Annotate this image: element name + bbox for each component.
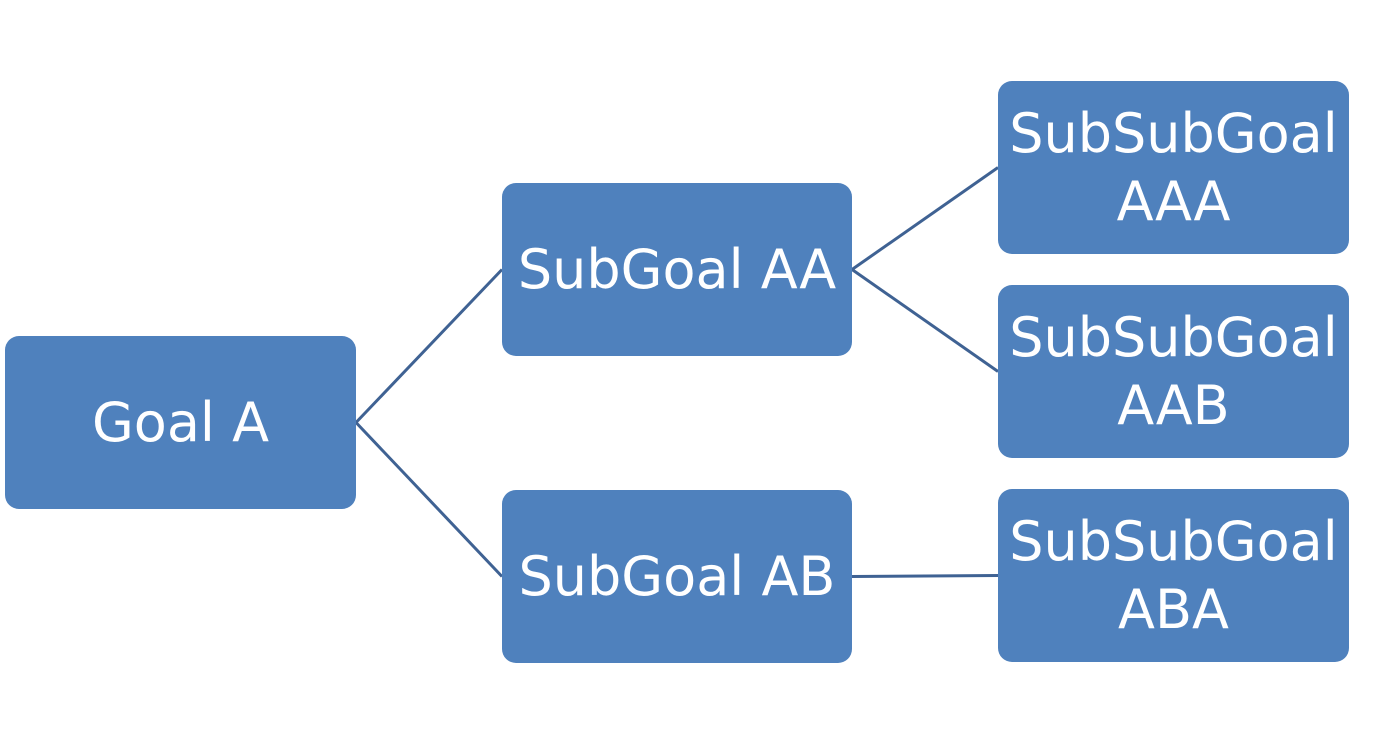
- connector-goal-a-to-subgoal-aa: [354, 268, 504, 424]
- node-subsubgoal-aab-label: SubSubGoal AAB: [1009, 306, 1338, 437]
- connector-subgoal-aa-to-subsubgoal-aaa: [851, 166, 999, 271]
- node-goal-a: Goal A: [5, 336, 356, 509]
- node-subgoal-aa: SubGoal AA: [502, 183, 852, 356]
- node-subsubgoal-aba: SubSubGoal ABA: [998, 489, 1349, 662]
- node-subgoal-ab-label: SubGoal AB: [518, 544, 836, 608]
- connector-subgoal-ab-to-subsubgoal-aba: [851, 574, 999, 578]
- node-subsubgoal-aaa: SubSubGoal AAA: [998, 81, 1349, 254]
- connector-goal-a-to-subgoal-ab: [354, 421, 504, 578]
- node-subsubgoal-aaa-label: SubSubGoal AAA: [1009, 102, 1338, 233]
- node-subgoal-ab: SubGoal AB: [502, 490, 852, 663]
- connector-subgoal-aa-to-subsubgoal-aab: [851, 268, 999, 373]
- node-goal-a-label: Goal A: [91, 390, 270, 454]
- node-subgoal-aa-label: SubGoal AA: [517, 237, 837, 301]
- node-subsubgoal-aab: SubSubGoal AAB: [998, 285, 1349, 458]
- node-subsubgoal-aba-label: SubSubGoal ABA: [1009, 510, 1338, 641]
